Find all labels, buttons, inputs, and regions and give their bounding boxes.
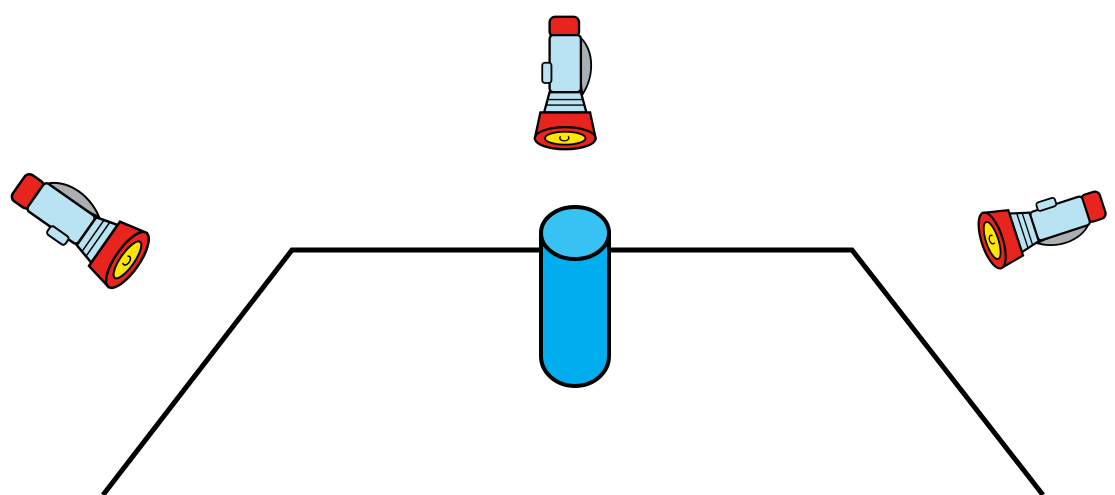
flashlight-icon — [977, 190, 1107, 270]
flashlight-icon — [10, 172, 151, 290]
flashlight-icon — [533, 15, 598, 151]
cylinder-icon — [539, 205, 611, 388]
